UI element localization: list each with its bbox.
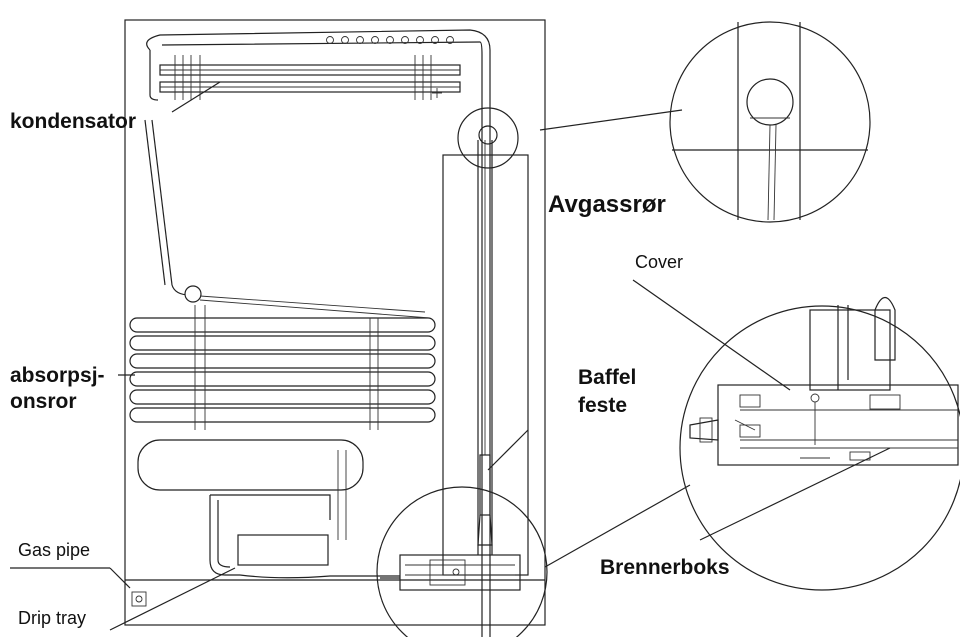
label-gas-pipe: Gas pipe (18, 540, 90, 560)
magnifier-top-small (457, 107, 519, 169)
leader-lines (10, 81, 891, 631)
magnifier-bottom-small (376, 486, 548, 637)
label-absorpsjonsror-2: onsror (10, 390, 77, 413)
cabinet-frame (124, 19, 546, 626)
label-absorpsjonsror-1: absorpsj- (10, 364, 105, 387)
condenser-down-pipe (144, 119, 191, 296)
burner-box-small (380, 554, 521, 591)
label-baffel-1: Baffel (578, 366, 636, 389)
label-kondensator: kondensator (10, 110, 136, 133)
zoom-circle-burner (679, 296, 960, 591)
label-avgassror: Avgassrør (548, 191, 666, 218)
absorber-vessel (137, 439, 400, 579)
label-brennerboks: Brennerboks (600, 556, 730, 579)
label-cover: Cover (635, 252, 683, 272)
zoom-circle-flue (669, 21, 871, 223)
label-baffel-2: feste (578, 394, 627, 417)
absorber-coils (129, 285, 436, 430)
label-drip-tray: Drip tray (18, 608, 86, 628)
boiler-flue-tube (442, 125, 529, 576)
condenser (146, 29, 491, 637)
